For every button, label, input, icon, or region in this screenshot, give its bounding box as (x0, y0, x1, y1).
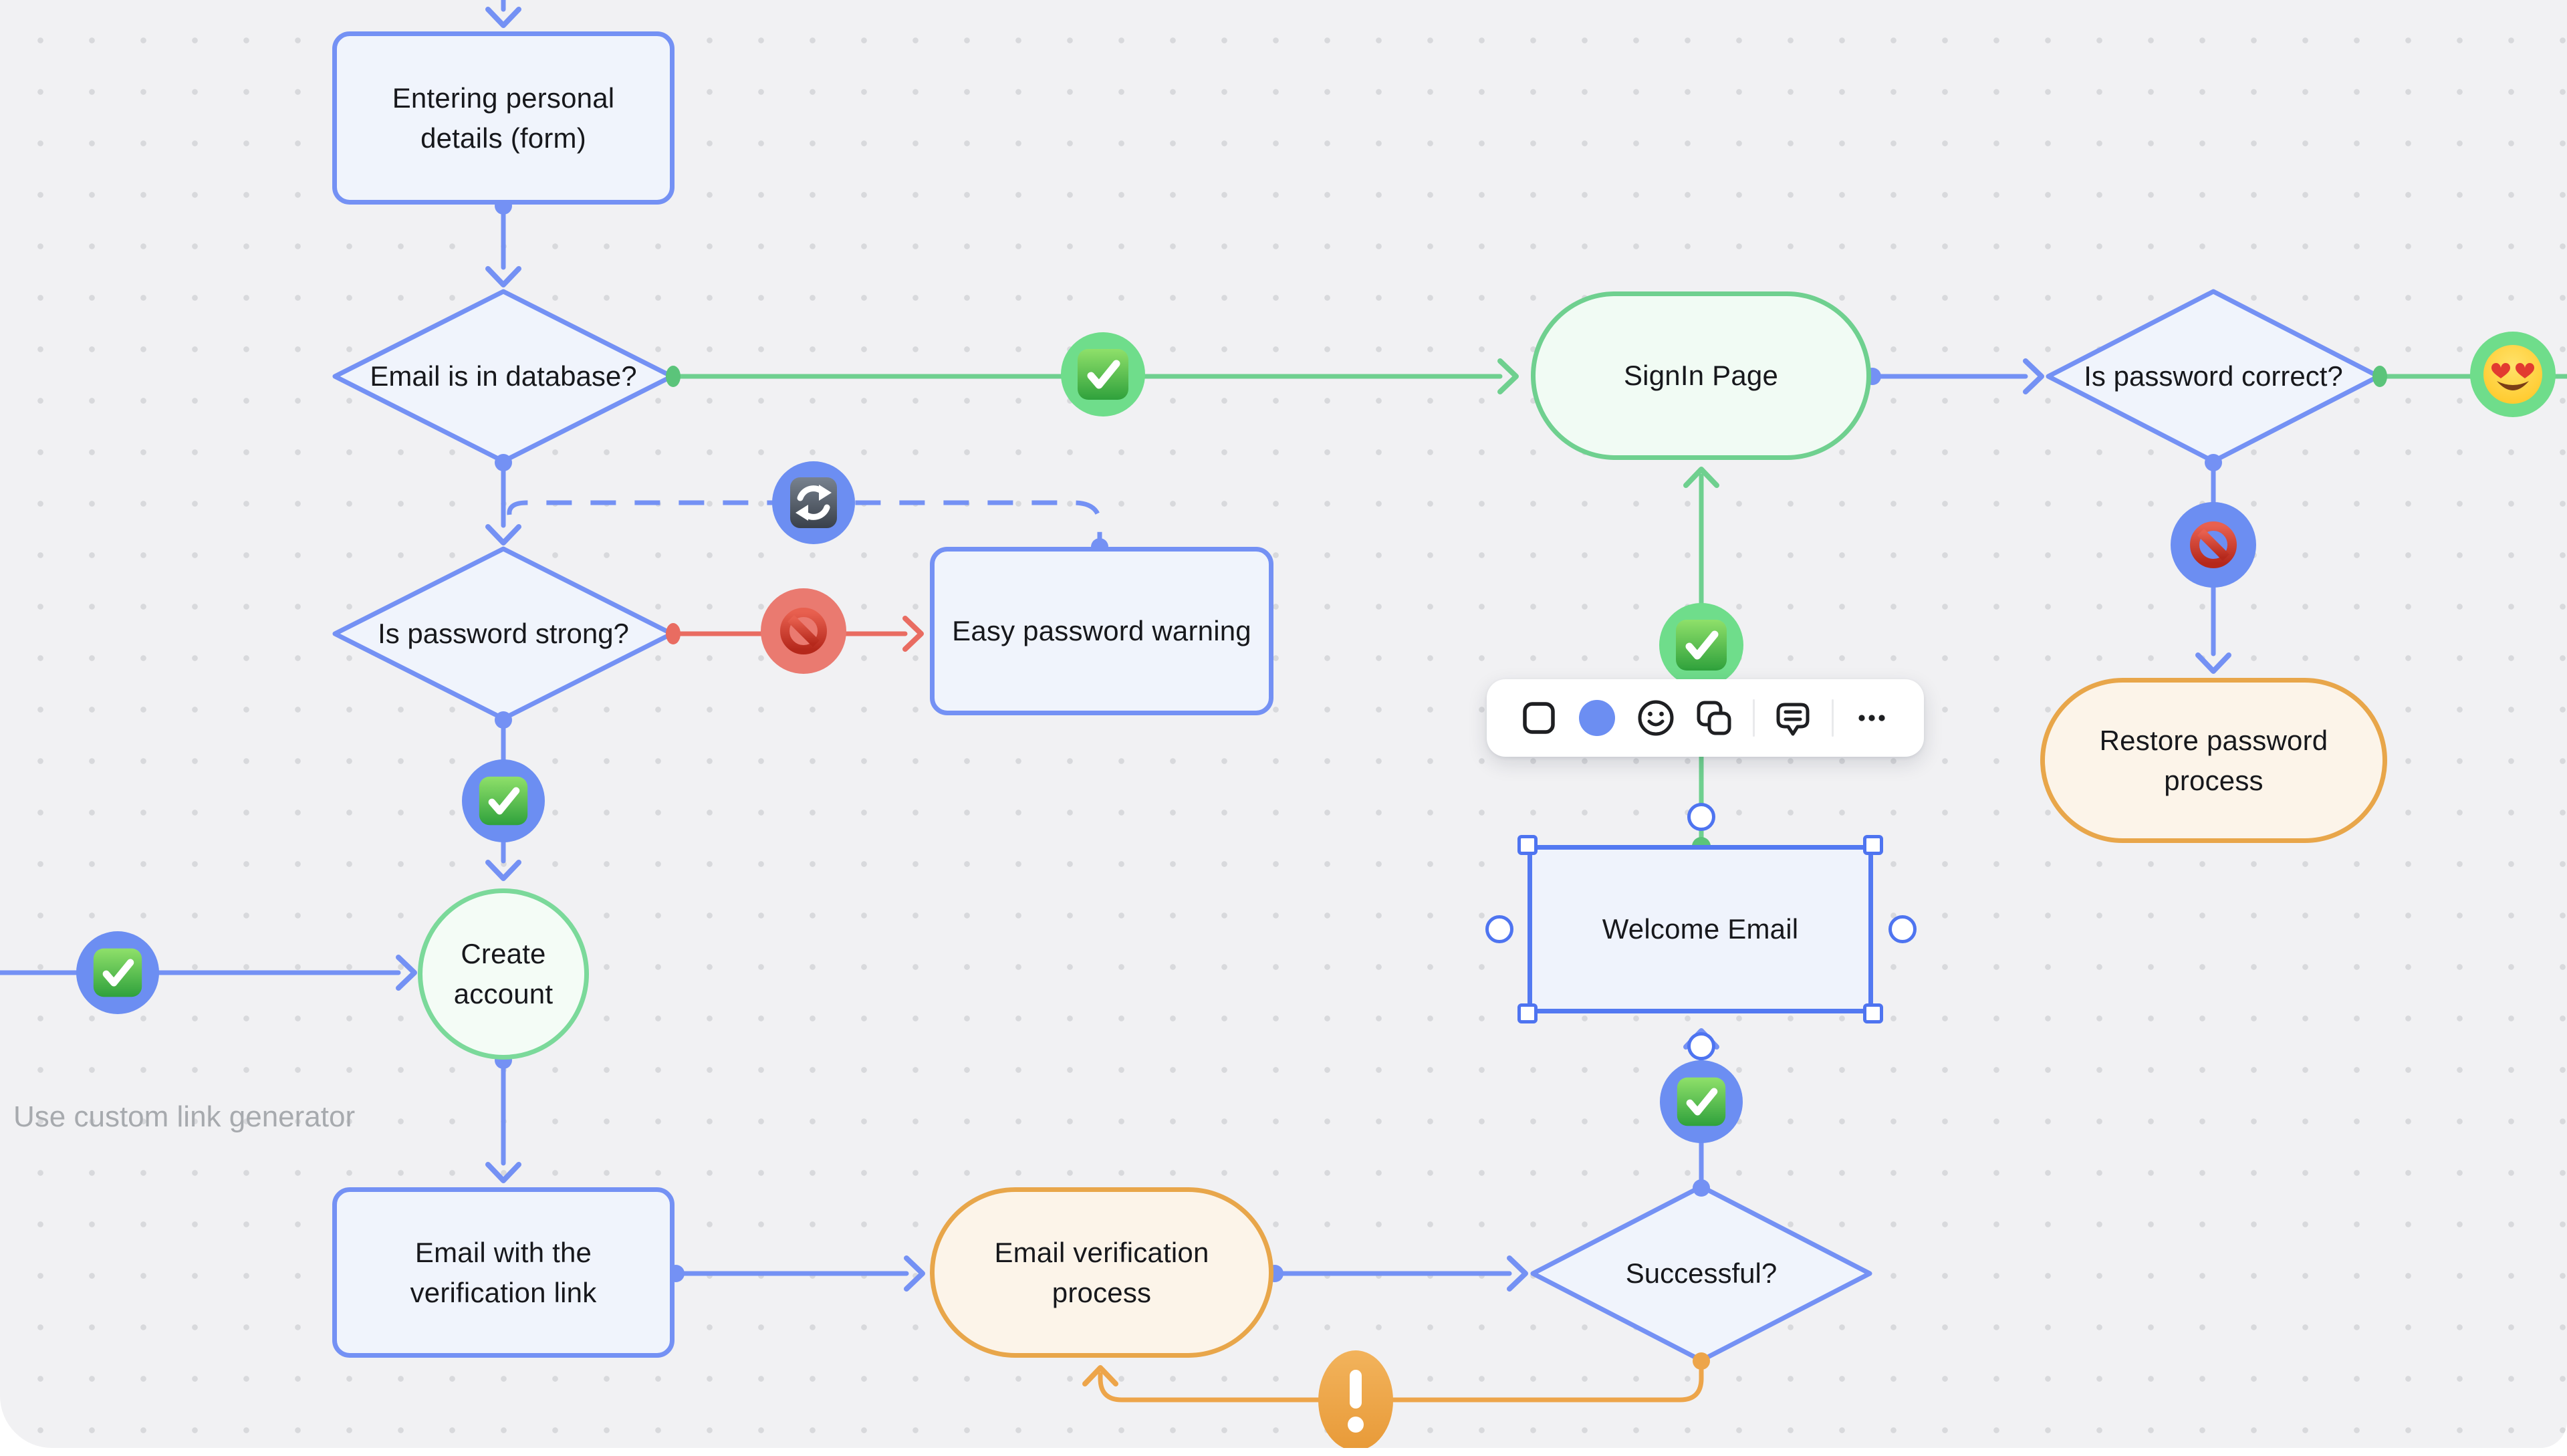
arrow-into-warning (902, 616, 924, 652)
comment-bubble-icon (1776, 703, 1810, 736)
no-entry-emoji-badge[interactable] (2171, 502, 2256, 588)
edge-dashed-retry-to-warning[interactable] (507, 500, 1102, 539)
arrow-into-pwdcorrect (2023, 358, 2044, 394)
check-emoji-icon (93, 948, 142, 997)
duplicate-copy-icon (1697, 701, 1731, 735)
connection-port-top[interactable] (1687, 803, 1715, 831)
node-signin-page[interactable]: SignIn Page (1531, 291, 1871, 460)
arrow-into-create-left (396, 955, 417, 991)
color-swatch-button[interactable] (1577, 698, 1617, 738)
node-create-account[interactable]: Create account (418, 888, 589, 1060)
node-easy-password-warning[interactable]: Easy password warning (930, 547, 1273, 715)
node-email-verification-process[interactable]: Email verification process (930, 1187, 1273, 1358)
refresh-emoji-icon (790, 477, 837, 528)
arrow-into-restore (2195, 652, 2231, 674)
more-ellipsis-icon (1858, 715, 1885, 721)
connector-endpoint-dots (495, 197, 2387, 1370)
check-emoji-icon (1078, 349, 1128, 400)
node-label: Create account (453, 938, 554, 1009)
emoji-smiley-button[interactable] (1636, 698, 1676, 738)
duplicate-button[interactable] (1694, 698, 1734, 738)
refresh-emoji-badge[interactable] (772, 461, 855, 544)
resize-handle-bottom-right[interactable] (1863, 1003, 1883, 1023)
node-welcome-email[interactable]: Welcome Email (1527, 845, 1873, 1013)
connection-port-bottom[interactable] (1687, 1032, 1715, 1060)
check-emoji-badge[interactable] (1660, 1060, 1743, 1143)
node-label: SignIn Page (1623, 360, 1779, 391)
no-entry-emoji-icon (780, 608, 827, 654)
color-swatch-icon (1579, 700, 1616, 736)
check-emoji-badge[interactable] (76, 931, 159, 1014)
arrow-into-emaildb (485, 266, 521, 287)
node-entering-details[interactable]: Entering personal details (form) (332, 31, 675, 205)
resize-handle-top-right[interactable] (1863, 835, 1883, 855)
heart-eyes-emoji-badge[interactable] (2470, 332, 2556, 417)
node-label-pwd-strong: Is password strong? (378, 618, 629, 649)
edge-successful-no-loop[interactable] (1098, 1360, 1704, 1403)
shape-square-button[interactable] (1519, 698, 1559, 738)
arrow-into-emaillink (485, 1162, 521, 1183)
canvas-annotation-text[interactable]: Use custom link generator (13, 1100, 356, 1133)
connection-port-left[interactable] (1485, 915, 1513, 943)
connection-port-right[interactable] (1888, 915, 1917, 943)
node-label: Easy password warning (952, 615, 1251, 646)
heart-eyes-emoji-icon (2483, 345, 2542, 404)
shape-square-icon (1523, 702, 1555, 734)
no-entry-emoji-badge[interactable] (761, 588, 846, 674)
arrow-into-successful (1507, 1255, 1528, 1292)
arrow-into-entering (485, 7, 521, 28)
node-label: Welcome Email (1602, 913, 1799, 945)
arrow-into-verification-bottom (1082, 1365, 1118, 1386)
toolbar-divider (1752, 699, 1755, 737)
comment-button[interactable] (1773, 698, 1813, 738)
toolbar-divider (1831, 699, 1834, 737)
node-restore-password[interactable]: Restore password process (2040, 678, 2387, 843)
arrow-into-pwdstrong (485, 524, 521, 545)
check-emoji-icon (1676, 620, 1727, 671)
node-label-email-db: Email is in database? (370, 360, 637, 392)
node-label: Email verification process (994, 1236, 1209, 1308)
exclamation-emoji-icon (1318, 1350, 1393, 1448)
node-label-pwd-correct: Is password correct? (2084, 360, 2343, 392)
node-label-successful: Successful? (1625, 1257, 1778, 1289)
resize-handle-bottom-left[interactable] (1517, 1003, 1538, 1023)
arrow-into-create-top (485, 860, 521, 881)
more-options-button[interactable] (1852, 698, 1892, 738)
arrow-into-verification (904, 1255, 925, 1292)
arrow-into-signin-left (1497, 358, 1519, 394)
arrow-into-signin-bottom (1683, 467, 1719, 488)
resize-handle-top-left[interactable] (1517, 835, 1538, 855)
no-entry-emoji-icon (2190, 521, 2237, 568)
emoji-smiley-icon (1638, 700, 1674, 736)
node-label: Email with the verification link (410, 1236, 597, 1308)
node-label: Entering personal details (form) (392, 82, 615, 154)
check-emoji-icon (1677, 1077, 1726, 1126)
exclamation-emoji-badge[interactable] (1317, 1349, 1394, 1448)
check-emoji-badge[interactable] (1659, 603, 1743, 687)
check-emoji-icon (479, 776, 528, 826)
check-emoji-badge[interactable] (462, 759, 545, 842)
node-label: Restore password process (2099, 724, 2328, 796)
check-emoji-badge[interactable] (1061, 332, 1145, 416)
floating-toolbar (1487, 679, 1924, 757)
node-email-verification-link[interactable]: Email with the verification link (332, 1187, 675, 1358)
